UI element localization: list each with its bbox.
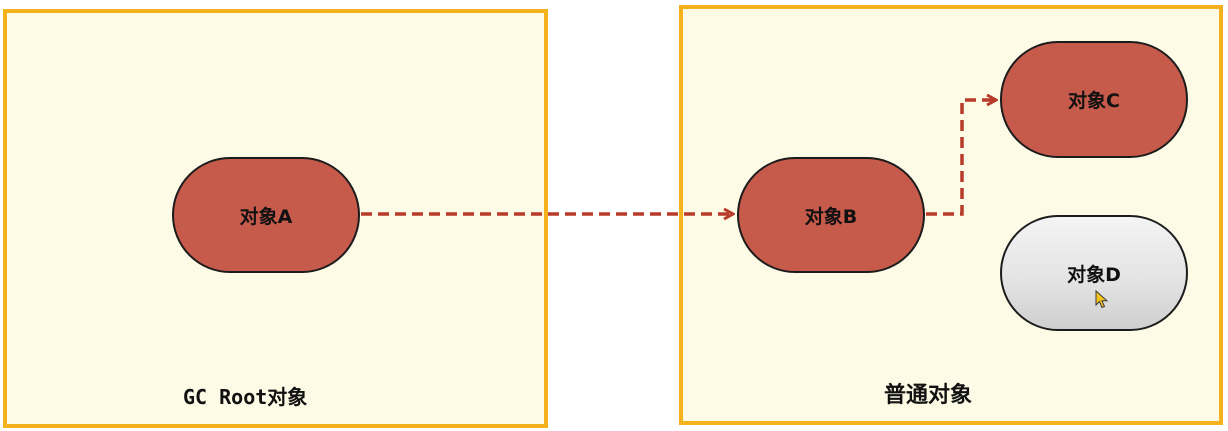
object-b-node: 对象B <box>737 157 925 273</box>
object-c-node: 对象C <box>1000 41 1188 158</box>
mouse-cursor-icon <box>1095 290 1109 309</box>
object-b-label: 对象B <box>804 205 858 228</box>
object-d-node: 对象D <box>1000 215 1188 331</box>
object-a-node: 对象A <box>172 157 360 273</box>
arrow-b-to-c <box>926 100 995 216</box>
object-d-label: 对象D <box>1067 263 1121 286</box>
gc-root-panel-label: GC Root对象 <box>183 385 308 409</box>
object-a-label: 对象A <box>239 205 293 228</box>
object-c-label: 对象C <box>1068 90 1120 112</box>
normal-object-panel-label: 普通对象 <box>884 383 973 408</box>
